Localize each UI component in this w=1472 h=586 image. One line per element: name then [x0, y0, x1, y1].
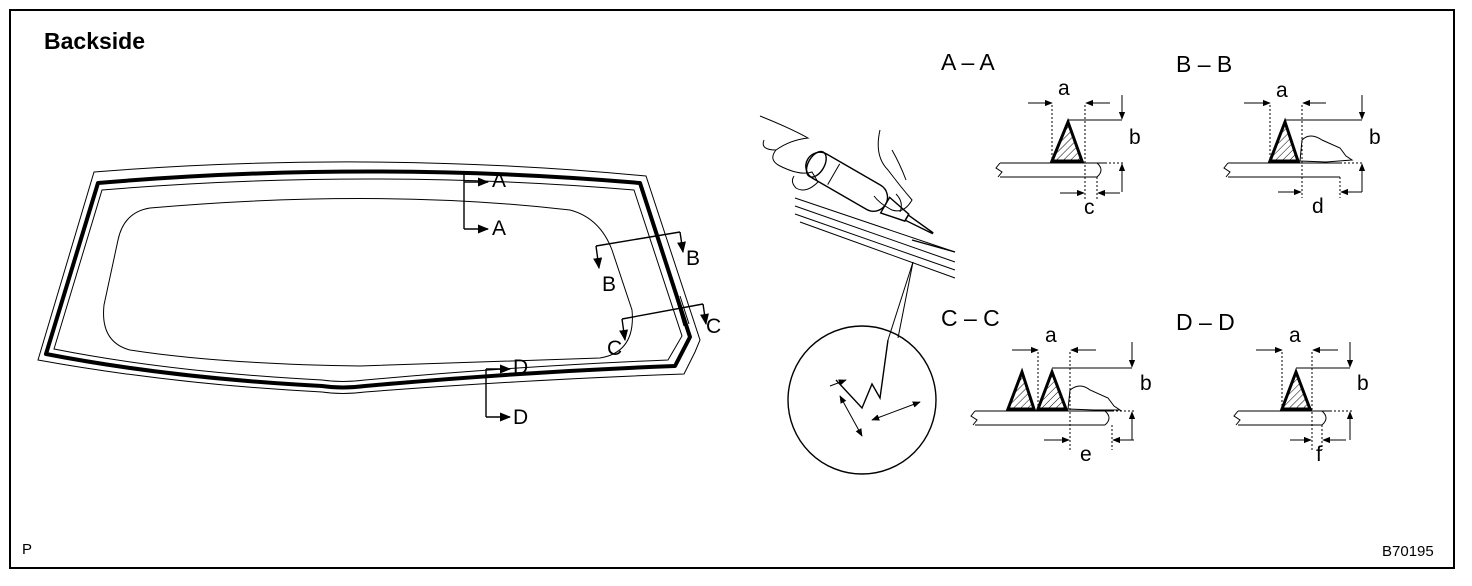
section-b — [1223, 95, 1366, 198]
adhesive-bead-line — [44, 169, 692, 390]
section-b-title: B – B — [1176, 51, 1233, 77]
windshield-glass — [37, 161, 701, 394]
corner-mark: P — [22, 541, 33, 558]
section-c-break — [970, 410, 978, 426]
zoom-leader-left — [887, 261, 914, 341]
glass-inner-edge — [53, 178, 683, 382]
section-c-bead-2 — [1035, 367, 1069, 411]
zoom-circle — [787, 325, 937, 475]
applicator-illustration — [759, 115, 956, 475]
notch-dim-arrow-2 — [839, 395, 863, 437]
section-a — [995, 95, 1126, 200]
glass-viewing-area — [103, 197, 633, 367]
marker-b-left-arrow — [593, 245, 603, 270]
figure-frame — [9, 9, 1455, 569]
section-b-label-width: a — [1276, 79, 1288, 102]
section-b-molding — [1299, 135, 1354, 163]
hand-left-thumb — [762, 139, 777, 151]
section-b-break — [1223, 162, 1231, 178]
section-a-label-width: a — [1058, 77, 1070, 100]
marker-a-top-label: A — [492, 169, 507, 192]
notch-dim-arrow-1 — [829, 379, 847, 387]
marker-c-left-label: C — [607, 337, 623, 360]
applicator-gun — [805, 150, 934, 235]
marker-b-right-label: B — [686, 247, 701, 270]
hand-right — [873, 129, 913, 212]
section-c-title: C – C — [941, 305, 1000, 331]
section-d-break — [1233, 410, 1241, 426]
glass-notch — [675, 295, 690, 327]
section-a-label-height: b — [1129, 126, 1141, 149]
section-a-bead — [1049, 117, 1085, 163]
section-a-break — [995, 162, 1003, 178]
marker-d-bottom-label: D — [513, 406, 529, 429]
marker-b-line — [595, 231, 681, 247]
section-markers — [463, 174, 709, 422]
marker-c-line — [621, 303, 704, 320]
marker-c-right-arrow — [700, 303, 709, 326]
marker-b-left-label: B — [602, 273, 617, 296]
section-c-glass-edge — [1104, 410, 1110, 426]
section-b-label-offset: d — [1312, 195, 1324, 218]
marker-a-bottom-label: A — [492, 217, 507, 240]
marker-b-right-arrow — [677, 231, 686, 254]
section-d-label-offset: f — [1316, 443, 1322, 466]
section-c-bead-1 — [1005, 367, 1037, 411]
section-a-title: A – A — [941, 49, 995, 75]
section-c-label-offset: e — [1080, 443, 1092, 466]
section-c-molding — [1067, 385, 1122, 411]
section-a-label-offset: c — [1084, 196, 1095, 219]
section-b-label-height: b — [1369, 126, 1381, 149]
section-c-label-width: a — [1045, 324, 1057, 347]
section-c — [970, 342, 1136, 450]
section-d-bead — [1279, 367, 1313, 411]
notch-dim-arrow-3 — [871, 401, 921, 421]
bead-notch-profile — [835, 339, 889, 410]
glass-layer-lines — [794, 197, 956, 279]
section-d-title: D – D — [1176, 309, 1235, 335]
marker-d-top-label: D — [513, 356, 529, 379]
section-d-label-width: a — [1289, 324, 1301, 347]
marker-c-left-arrow — [619, 318, 629, 342]
marker-c-right-label: C — [706, 315, 722, 338]
hand-right-finger — [895, 193, 902, 213]
section-d — [1233, 342, 1354, 450]
zoom-leader-right — [897, 261, 914, 339]
section-d-label-height: b — [1357, 372, 1369, 395]
hand-left — [759, 115, 819, 191]
glass-outer-edge — [37, 161, 701, 394]
section-d-glass-edge — [1321, 410, 1327, 426]
section-b-bead — [1267, 117, 1301, 163]
section-a-glass-edge — [1096, 162, 1102, 178]
figure-title: Backside — [44, 28, 146, 54]
applied-bead — [911, 239, 956, 253]
section-c-label-height: b — [1140, 372, 1152, 395]
figure-id: B70195 — [1382, 543, 1434, 560]
